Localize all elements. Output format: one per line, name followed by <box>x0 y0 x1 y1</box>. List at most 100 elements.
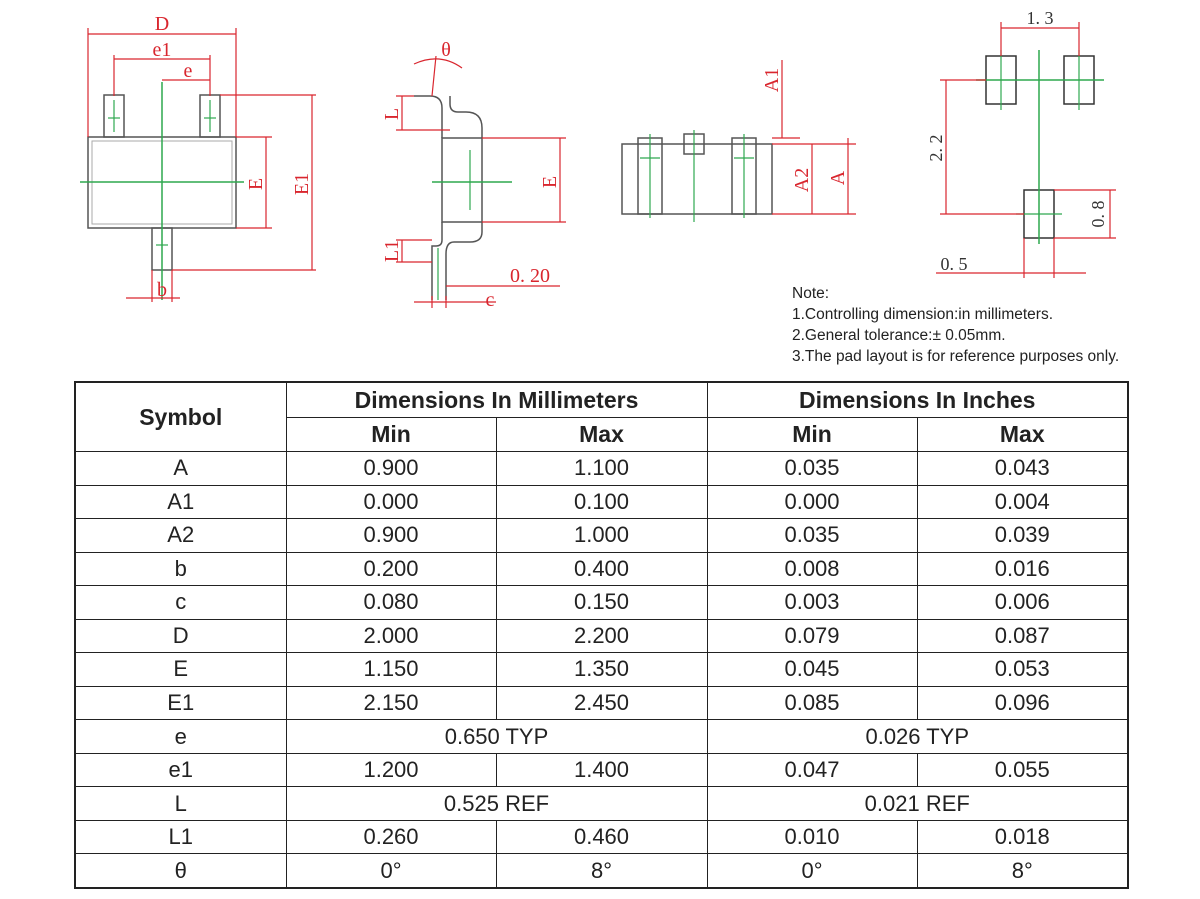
cell-mm-max: 1.100 <box>495 451 708 486</box>
cell-mm-min: 0.900 <box>285 518 497 553</box>
notes-block: Note: 1.Controlling dimension:in millime… <box>792 283 1119 367</box>
table-row: L 0.525 REF 0.021 REF <box>74 786 1129 821</box>
cell-symbol: e <box>74 719 287 754</box>
in-min-header: Min <box>706 417 918 452</box>
dimensions-table: Symbol Dimensions In Millimeters Dimensi… <box>74 381 1130 889</box>
cell-mm-max: 0.150 <box>495 585 708 620</box>
table-row: e 0.650 TYP 0.026 TYP <box>74 719 1129 754</box>
cell-mm-max: 0.100 <box>495 484 708 520</box>
dim-pad-w: 0. 5 <box>941 254 968 274</box>
cell-symbol: E <box>74 652 287 687</box>
cell-in-min: 0° <box>706 853 918 889</box>
cell-in-span: 0.021 REF <box>706 786 1129 821</box>
cell-symbol: θ <box>74 853 287 889</box>
table-row: A 0.900 1.100 0.035 0.043 <box>74 451 1129 486</box>
dim-D: D <box>155 13 169 35</box>
cell-mm-span: 0.525 REF <box>285 786 708 821</box>
dim-A: A <box>827 170 849 185</box>
cell-mm-max: 8° <box>495 853 708 889</box>
cell-in-max: 0.016 <box>916 551 1129 587</box>
dim-E: E <box>245 178 267 190</box>
mm-min-header: Min <box>285 417 497 452</box>
cell-in-min: 0.035 <box>706 451 918 486</box>
table-row: θ 0° 8° 0° 8° <box>74 853 1129 889</box>
cell-mm-min: 0.200 <box>285 551 497 587</box>
cell-symbol: L1 <box>74 819 287 855</box>
note-3: 3.The pad layout is for reference purpos… <box>792 348 1120 365</box>
table-row: E 1.150 1.350 0.045 0.053 <box>74 652 1129 687</box>
dim-e: e <box>184 60 193 82</box>
table-row: E1 2.150 2.450 0.085 0.096 <box>74 685 1129 721</box>
cell-mm-min: 2.000 <box>285 618 497 654</box>
cell-in-max: 0.053 <box>916 652 1129 687</box>
cell-in-min: 0.003 <box>706 585 918 620</box>
cell-in-max: 0.055 <box>916 752 1129 788</box>
cell-in-min: 0.079 <box>706 618 918 654</box>
dim-b: b <box>157 279 167 301</box>
cell-in-max: 8° <box>916 853 1129 889</box>
table-row: A2 0.900 1.000 0.035 0.039 <box>74 518 1129 553</box>
cell-mm-max: 1.000 <box>495 518 708 553</box>
cell-symbol: A <box>74 451 287 486</box>
end-view: A1 A2 A <box>621 60 856 222</box>
cell-mm-min: 2.150 <box>285 685 497 721</box>
package-outline-drawing: D e1 e E E1 b θ <box>80 8 1116 311</box>
cell-in-max: 0.018 <box>916 819 1129 855</box>
cell-in-min: 0.047 <box>706 752 918 788</box>
cell-mm-max: 0.460 <box>495 819 708 855</box>
cell-mm-min: 0.260 <box>285 819 497 855</box>
table-row: L1 0.260 0.460 0.010 0.018 <box>74 819 1129 855</box>
cell-mm-min: 0.900 <box>285 451 497 486</box>
cell-in-min: 0.045 <box>706 652 918 687</box>
cell-symbol: D <box>74 618 287 654</box>
note-2: 2.General tolerance:± 0.05mm. <box>792 327 1006 344</box>
mm-max-header: Max <box>495 417 708 452</box>
dim-gauge: 0. 20 <box>510 265 550 287</box>
dim-pad-h: 0. 8 <box>1088 201 1108 228</box>
dim-A2: A2 <box>791 168 813 192</box>
pad-layout: 1. 3 2. 2 0. 8 0. 5 <box>926 8 1116 278</box>
cell-mm-min: 1.200 <box>285 752 497 788</box>
cell-in-max: 0.039 <box>916 518 1129 553</box>
side-view: θ L E L1 0. 20 c <box>381 39 566 311</box>
table-row: D 2.000 2.200 0.079 0.087 <box>74 618 1129 654</box>
table-row: c 0.080 0.150 0.003 0.006 <box>74 585 1129 620</box>
cell-in-min: 0.000 <box>706 484 918 520</box>
cell-in-max: 0.096 <box>916 685 1129 721</box>
inch-header: Dimensions In Inches <box>706 381 1129 418</box>
table-row: e1 1.200 1.400 0.047 0.055 <box>74 752 1129 788</box>
cell-mm-span: 0.650 TYP <box>285 719 708 754</box>
dim-L: L <box>381 108 403 120</box>
cell-mm-min: 0° <box>285 853 497 889</box>
dim-c: c <box>486 289 495 311</box>
cell-mm-min: 0.080 <box>285 585 497 620</box>
cell-symbol: L <box>74 786 287 821</box>
cell-in-max: 0.004 <box>916 484 1129 520</box>
cell-mm-max: 2.200 <box>495 618 708 654</box>
cell-mm-max: 2.450 <box>495 685 708 721</box>
cell-symbol: A2 <box>74 518 287 553</box>
cell-mm-min: 0.000 <box>285 484 497 520</box>
notes-title: Note: <box>792 285 830 302</box>
cell-in-max: 0.006 <box>916 585 1129 620</box>
cell-in-min: 0.010 <box>706 819 918 855</box>
cell-symbol: e1 <box>74 752 287 788</box>
cell-in-max: 0.087 <box>916 618 1129 654</box>
cell-symbol: E1 <box>74 685 287 721</box>
dim-L1: L1 <box>381 240 403 262</box>
symbol-header: Symbol <box>74 381 287 452</box>
table-row: b 0.200 0.400 0.008 0.016 <box>74 551 1129 587</box>
dim-E-side: E <box>539 176 561 188</box>
cell-symbol: b <box>74 551 287 587</box>
cell-mm-max: 1.400 <box>495 752 708 788</box>
cell-mm-max: 0.400 <box>495 551 708 587</box>
cell-in-min: 0.008 <box>706 551 918 587</box>
dim-A1: A1 <box>761 68 783 92</box>
table-body: A 0.900 1.100 0.035 0.043 A1 0.000 0.100… <box>74 451 1129 889</box>
cell-in-min: 0.035 <box>706 518 918 553</box>
table-row: A1 0.000 0.100 0.000 0.004 <box>74 484 1129 520</box>
mm-header: Dimensions In Millimeters <box>285 381 708 418</box>
cell-in-min: 0.085 <box>706 685 918 721</box>
cell-symbol: c <box>74 585 287 620</box>
note-1: 1.Controlling dimension:in millimeters. <box>792 306 1054 323</box>
